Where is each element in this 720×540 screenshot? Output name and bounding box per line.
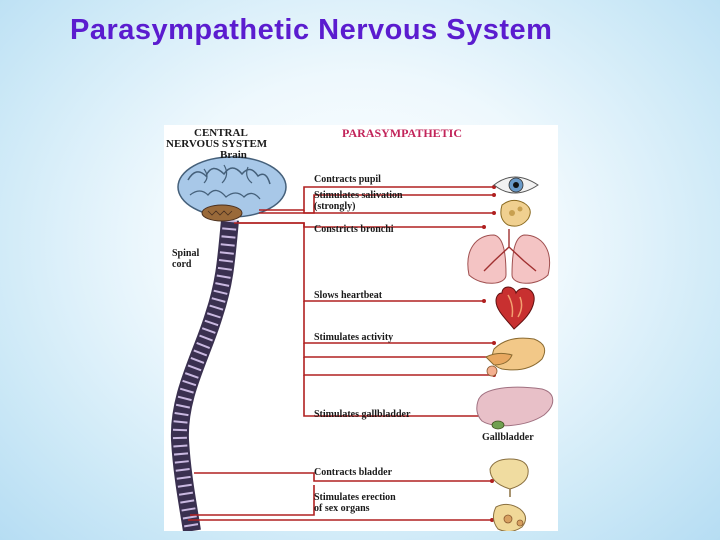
spinal-cord-label-line2: cord	[172, 259, 192, 270]
effect-of-sex-organs: of sex organs	[314, 503, 370, 514]
effect-stimulates-salivation: Stimulates salivation	[314, 190, 403, 201]
bladder-illustration	[489, 458, 529, 497]
gallbladder-label: Gallbladder	[482, 432, 534, 443]
spinal-cord-label-line1: Spinal	[172, 248, 200, 259]
parasympathetic-heading: PARASYMPATHETIC	[342, 126, 462, 140]
slide-title: Parasympathetic Nervous System	[70, 14, 553, 46]
effect-stimulates-erection: Stimulates erection	[314, 492, 396, 503]
effect-contracts-bladder: Contracts bladder	[314, 467, 393, 478]
effect-stimulates-gallbladder: Stimulates gallbladder	[314, 409, 411, 420]
heart-illustration	[495, 286, 535, 330]
liver-illustration	[476, 386, 554, 430]
salivary-gland-illustration	[500, 199, 531, 227]
effect-constricts-bronchi: Constricts bronchi	[314, 224, 394, 235]
eye-illustration	[493, 176, 539, 194]
spinal-cord	[170, 219, 239, 531]
parasympathetic-diagram: CENTRAL NERVOUS SYSTEM Brain PARASYMPATH…	[164, 125, 558, 531]
nerve-pathways	[188, 186, 494, 521]
stomach-pancreas-illustration	[485, 337, 546, 377]
effect-stimulates-activity: Stimulates activity	[314, 332, 394, 343]
effect-contracts-pupil: Contracts pupil	[314, 174, 381, 185]
diagram-artwork	[170, 156, 554, 531]
effect-slows-heartbeat: Slows heartbeat	[314, 290, 383, 301]
reproductive-organs-illustration	[492, 503, 526, 531]
effect-salivation-strongly: (strongly)	[314, 201, 356, 212]
lungs-illustration	[467, 229, 550, 284]
brain-illustration	[177, 156, 287, 222]
cns-heading-line2: NERVOUS SYSTEM	[166, 138, 268, 150]
cns-heading-line1: CENTRAL	[194, 127, 248, 139]
brain-label: Brain	[220, 149, 247, 161]
